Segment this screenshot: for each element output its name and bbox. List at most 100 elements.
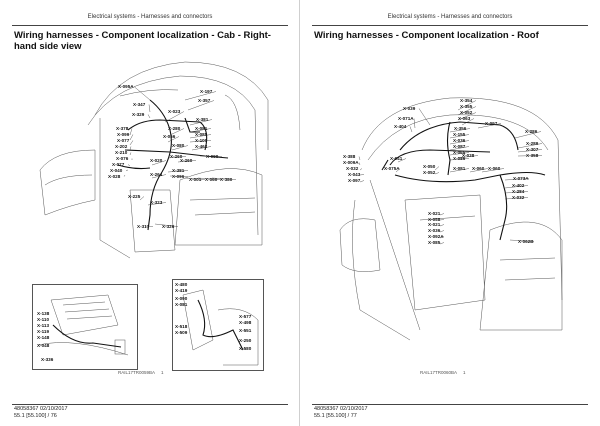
- connector-label: X-021: [428, 222, 441, 227]
- connector-label: X-289: [526, 141, 539, 146]
- leader-line: [413, 118, 416, 129]
- leader-line: [434, 172, 440, 175]
- leader-line: [395, 168, 401, 173]
- connector-label: X-077: [112, 162, 125, 167]
- leader-line: [189, 134, 212, 139]
- connector-label: X-518: [175, 324, 188, 329]
- connector-label: X-286: [525, 129, 538, 134]
- connector-label: X-020: [150, 158, 163, 163]
- connector-label: X-063: [458, 116, 471, 121]
- leader-line: [169, 128, 185, 136]
- connector-label: X-077: [117, 138, 130, 143]
- leader-line: [177, 160, 197, 163]
- connector-label: X-036: [453, 138, 466, 143]
- connector-label: X-052: [460, 110, 473, 115]
- connector-label: X-323: [150, 200, 163, 205]
- leader-line: [197, 177, 222, 180]
- connector-label: X-381: [196, 117, 209, 122]
- connector-label: X-264: [150, 172, 163, 177]
- leader-line: [147, 202, 167, 206]
- leader-line: [147, 114, 151, 119]
- connector-label: X-032: [512, 195, 525, 200]
- connector-label: X-097: [485, 121, 498, 126]
- roof-harness: [381, 121, 546, 241]
- left-figure-index: 1: [161, 370, 164, 375]
- connector-label: X-001: [189, 177, 202, 182]
- right-footer: 48058367 02/10/2017 55.1 [55.100] / 77: [314, 406, 368, 420]
- connector-label: X-041: [390, 156, 403, 161]
- leader-line: [449, 146, 470, 151]
- left-page-header: Electrical systems - Harnesses and conne…: [87, 14, 213, 20]
- leader-line: [409, 126, 413, 133]
- connector-label: X-032: [346, 166, 359, 171]
- connector-label: X-076: [116, 156, 129, 161]
- leader-line: [167, 170, 189, 173]
- leader-line: [169, 175, 189, 177]
- leader-line: [439, 213, 445, 216]
- leader-line: [509, 239, 535, 242]
- leader-line: [517, 143, 543, 149]
- right-header-rule: [312, 25, 588, 26]
- connector-label: X-326: [162, 224, 175, 229]
- connector-label: X-081: [453, 166, 466, 171]
- connector-label: X-073A: [513, 176, 529, 181]
- connector-label: X-085: [428, 240, 441, 245]
- left-connector-labels: X-095AX-197X-347X-357X-329X-023X-381X-37…: [108, 84, 237, 229]
- right-figure-ref: RAIL17TR0060BA 1: [420, 370, 466, 375]
- connector-label: X-080: [172, 143, 185, 148]
- connector-label: X-329: [132, 112, 145, 117]
- left-doc-number: 48058367 02/10/2017: [14, 406, 68, 412]
- connector-label: X-043: [348, 172, 361, 177]
- leader-line: [477, 123, 502, 129]
- connector-label: X-081: [175, 302, 188, 307]
- leader-line: [129, 146, 132, 151]
- leader-line: [397, 158, 407, 163]
- leader-line: [133, 86, 151, 101]
- leader-line: [154, 223, 179, 227]
- connector-label: X-087: [453, 144, 466, 149]
- connector-label: X-113: [37, 323, 49, 328]
- leader-line: [151, 160, 167, 166]
- connector-label: X-040: [110, 168, 123, 173]
- connector-label: X-039: [403, 106, 416, 111]
- connector-label: X-097: [348, 178, 361, 183]
- connector-label: X-202: [115, 144, 128, 149]
- roof-sketch: [339, 97, 563, 341]
- cab-sketch: [39, 61, 269, 259]
- leader-line: [184, 177, 206, 180]
- connector-label: X-023: [168, 109, 181, 114]
- connector-label: X-358: [526, 153, 539, 158]
- connector-label: X-462: [195, 144, 208, 149]
- leader-line: [457, 112, 477, 121]
- leader-line: [457, 106, 477, 116]
- leader-line: [144, 225, 154, 227]
- connector-label: X-284: [512, 189, 525, 194]
- connector-label: X-071A: [398, 116, 414, 121]
- leader-line: [184, 91, 217, 101]
- right-figure-index: 1: [463, 370, 466, 375]
- leader-line: [457, 100, 477, 111]
- leader-line: [449, 158, 470, 161]
- cab-rhs-diagram: X-095AX-197X-347X-357X-329X-023X-381X-37…: [39, 61, 269, 259]
- right-figure-code: RAIL17TR0060BA: [420, 370, 457, 375]
- connector-label: X-280: [168, 126, 181, 131]
- leader-line: [125, 169, 129, 171]
- connector-label: X-347: [133, 102, 146, 107]
- right-footer-rule: [312, 404, 588, 405]
- connector-label: X-086: [453, 156, 466, 161]
- connector-label: X-357: [198, 98, 211, 103]
- connector-label: X-090: [175, 296, 188, 301]
- left-footer: 48058367 02/10/2017 55.1 [55.100] / 76: [14, 406, 68, 420]
- connector-label: X-050: [423, 164, 436, 169]
- leader-line: [129, 152, 132, 156]
- leader-line: [439, 224, 445, 227]
- leader-line: [449, 140, 470, 145]
- leader-line: [504, 191, 529, 194]
- leader-line: [187, 100, 215, 111]
- connector-label: X-062B: [518, 239, 534, 244]
- connector-label: X-092A: [428, 234, 444, 239]
- leader-line: [469, 168, 489, 173]
- connector-label: X-028: [108, 174, 121, 179]
- connector-label: X-380: [220, 177, 233, 182]
